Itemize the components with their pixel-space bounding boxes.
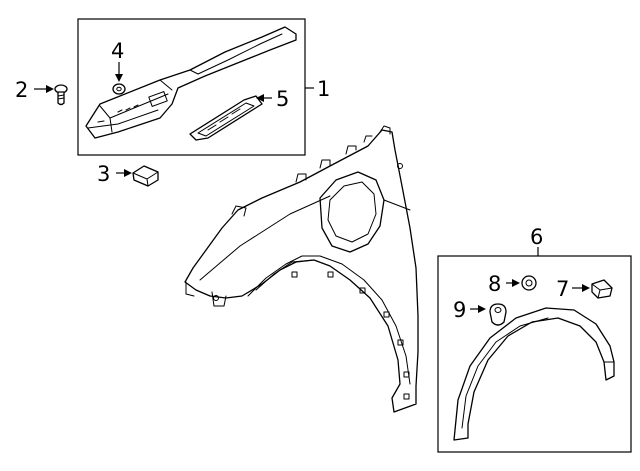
callout-9: 9	[453, 298, 466, 322]
washer-icon[interactable]	[112, 83, 126, 95]
retainer-icon[interactable]	[521, 275, 537, 291]
group-1-frame	[77, 18, 306, 156]
emblem-icon[interactable]	[189, 95, 263, 141]
callout-3: 3	[97, 162, 110, 186]
callout-7: 7	[556, 277, 569, 301]
callout-2: 2	[15, 78, 28, 102]
push-retainer-icon[interactable]	[489, 303, 507, 326]
callout-8: 8	[488, 272, 501, 296]
callout-5-arrow	[256, 94, 264, 102]
bolt-icon[interactable]	[54, 84, 68, 106]
callout-4-arrow	[115, 74, 123, 82]
callout-6: 6	[530, 225, 543, 249]
fender-panel	[184, 125, 419, 413]
callout-3-arrow	[124, 169, 132, 177]
callout-8-arrow	[512, 279, 520, 287]
callout-1: 1	[317, 77, 330, 101]
callout-2-arrow	[46, 85, 54, 93]
callout-5: 5	[276, 87, 289, 111]
callout-9-arrow	[478, 305, 486, 313]
clip-icon[interactable]	[591, 279, 613, 299]
group-6-frame	[437, 255, 632, 453]
sill-trim-assembly-icon[interactable]	[85, 26, 297, 139]
wheel-opening-molding-icon[interactable]	[453, 307, 615, 441]
clip-nut-icon[interactable]	[132, 165, 159, 187]
callout-4: 4	[111, 39, 124, 63]
callout-7-arrow	[582, 284, 590, 292]
